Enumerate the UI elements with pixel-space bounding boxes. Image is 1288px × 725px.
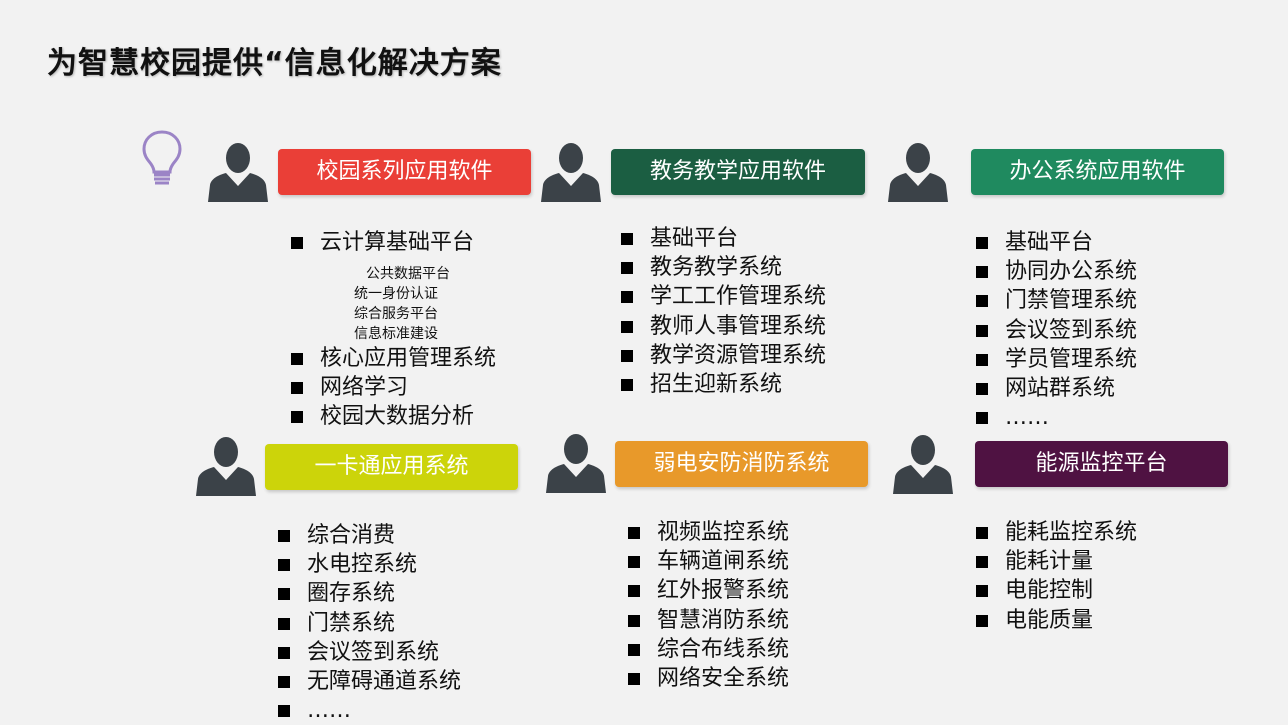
list-item: 红外报警系统 (627, 576, 789, 605)
banner-security-fire: 弱电安防消防系统 (615, 441, 868, 487)
slide-title: 为智慧校园提供“信息化解决方案 (47, 46, 502, 81)
sub-item: 公共数据平台 (366, 266, 450, 282)
list-item: 教务教学系统 (620, 253, 826, 282)
lightbulb-icon (142, 130, 182, 185)
list-item: 智慧消防系统 (627, 606, 789, 635)
list-item: 网络安全系统 (627, 664, 789, 693)
office-software-list: 基础平台 协同办公系统 门禁管理系统 会议签到系统 学员管理系统 网站群系统 …… (975, 228, 1137, 432)
list-item: …… (975, 403, 1137, 432)
list-item: 会议签到系统 (277, 638, 461, 667)
list-item: 综合布线系统 (627, 635, 789, 664)
banner-campus-card: 一卡通应用系统 (265, 444, 518, 490)
person-icon (888, 143, 948, 202)
banner-energy-monitoring: 能源监控平台 (975, 441, 1228, 487)
list-item: 学员管理系统 (975, 345, 1137, 374)
banner-academic-software: 教务教学应用软件 (611, 149, 865, 195)
campus-software-list-lower: 核心应用管理系统 网络学习 校园大数据分析 (290, 344, 496, 432)
energy-monitoring-list: 能耗监控系统 能耗计量 电能控制 电能质量 (975, 518, 1137, 635)
cloud-platform-sublist: 公共数据平台 统一身份认证 综合服务平台 信息标准建设 (354, 264, 450, 344)
sub-item: 信息标准建设 (354, 326, 438, 342)
person-icon (208, 143, 268, 202)
list-item: 能耗监控系统 (975, 518, 1137, 547)
list-item: 圈存系统 (277, 579, 461, 608)
person-icon (546, 434, 606, 493)
list-item: 网络学习 (290, 373, 496, 402)
list-item: 网站群系统 (975, 374, 1137, 403)
sub-item: 统一身份认证 (354, 286, 438, 302)
list-item: 车辆道闸系统 (627, 547, 789, 576)
list-item: 能耗计量 (975, 547, 1137, 576)
security-fire-list: 视频监控系统 车辆道闸系统 红外报警系统 智慧消防系统 综合布线系统 网络安全系… (627, 518, 789, 693)
list-item: 教学资源管理系统 (620, 341, 826, 370)
person-icon (541, 143, 601, 202)
campus-card-list: 综合消费 水电控系统 圈存系统 门禁系统 会议签到系统 无障碍通道系统 …… (277, 521, 461, 725)
list-item: 校园大数据分析 (290, 402, 496, 431)
list-item: 核心应用管理系统 (290, 344, 496, 373)
list-item: 门禁系统 (277, 609, 461, 638)
list-item: 协同办公系统 (975, 257, 1137, 286)
list-item: 会议签到系统 (975, 316, 1137, 345)
list-item: 招生迎新系统 (620, 370, 826, 399)
banner-campus-software: 校园系列应用软件 (278, 149, 531, 195)
person-icon (893, 435, 953, 494)
list-item: 云计算基础平台 (290, 228, 474, 257)
list-item: 无障碍通道系统 (277, 667, 461, 696)
person-icon (196, 437, 256, 496)
campus-software-list: 云计算基础平台 (290, 228, 474, 257)
list-item: 基础平台 (975, 228, 1137, 257)
sub-item: 综合服务平台 (354, 306, 438, 322)
list-item: 综合消费 (277, 521, 461, 550)
list-item: 门禁管理系统 (975, 286, 1137, 315)
list-item: …… (277, 696, 461, 725)
list-item: 教师人事管理系统 (620, 312, 826, 341)
list-item: 水电控系统 (277, 550, 461, 579)
banner-office-software: 办公系统应用软件 (971, 149, 1224, 195)
academic-software-list: 基础平台 教务教学系统 学工工作管理系统 教师人事管理系统 教学资源管理系统 招… (620, 224, 826, 399)
list-item: 电能控制 (975, 576, 1137, 605)
list-item: 视频监控系统 (627, 518, 789, 547)
list-item: 电能质量 (975, 606, 1137, 635)
list-item: 学工工作管理系统 (620, 282, 826, 311)
list-item: 基础平台 (620, 224, 826, 253)
